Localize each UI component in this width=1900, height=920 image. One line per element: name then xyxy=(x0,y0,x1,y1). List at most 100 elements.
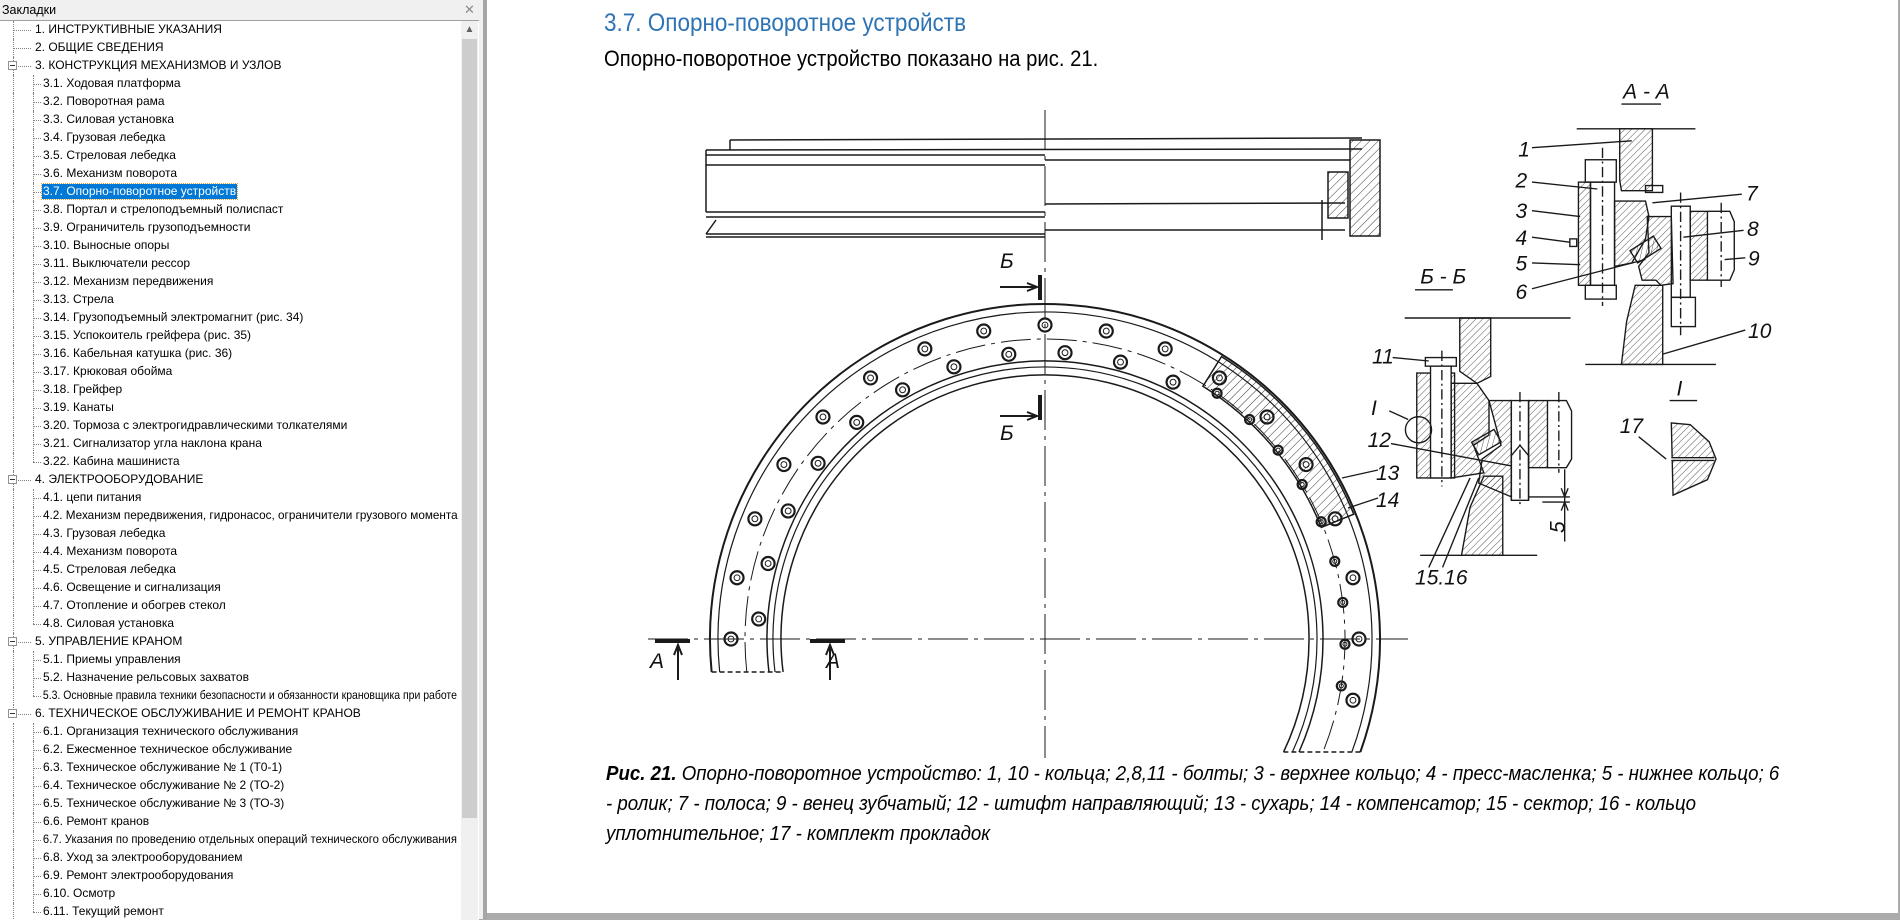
bookmark-item[interactable]: 3.15. Успокоитель грейфера (рис. 35) xyxy=(0,327,461,345)
bookmark-label: 3.5. Стреловая лебедка xyxy=(43,148,176,162)
bookmark-item[interactable]: 3.1. Ходовая платформа xyxy=(0,75,461,93)
collapse-toggle-icon[interactable] xyxy=(8,61,17,70)
bookmark-section[interactable]: 3. КОНСТРУКЦИЯ МЕХАНИЗМОВ И УЗЛОВ xyxy=(0,57,461,75)
bookmark-item[interactable]: 6.6. Ремонт кранов xyxy=(0,813,461,831)
bookmark-item[interactable]: 3.9. Ограничитель грузоподъемности xyxy=(0,219,461,237)
bookmark-item[interactable]: 6.8. Уход за электрооборудованием xyxy=(0,849,461,867)
close-icon[interactable]: ✕ xyxy=(464,2,475,17)
bookmark-item[interactable]: 3.20. Тормоза с электрогидравлическими т… xyxy=(0,417,461,435)
bookmark-item[interactable]: 3.16. Кабельная катушка (рис. 36) xyxy=(0,345,461,363)
collapse-toggle-icon[interactable] xyxy=(8,637,17,646)
bookmark-item[interactable]: 4.8. Силовая установка xyxy=(0,615,461,633)
tree-line xyxy=(13,147,14,165)
tree-line xyxy=(13,489,14,507)
bookmark-label: 3.8. Портал и стрелоподъемный полиспаст xyxy=(43,202,284,216)
bookmark-item[interactable]: 4.4. Механизм поворота xyxy=(0,543,461,561)
tree-line xyxy=(33,570,41,571)
bookmark-item[interactable]: 6.9. Ремонт электрооборудования xyxy=(0,867,461,885)
bookmark-item[interactable]: 4.2. Механизм передвижения, гидронасос, … xyxy=(0,507,461,525)
bookmark-label: 6.6. Ремонт кранов xyxy=(43,814,150,828)
bookmark-item[interactable]: 3.12. Механизм передвижения xyxy=(0,273,461,291)
tree-scrollbar[interactable]: ▲ xyxy=(461,21,478,920)
bookmark-label: 3.18. Грейфер xyxy=(43,382,123,396)
tree-line xyxy=(33,453,34,462)
tree-line xyxy=(13,723,14,741)
bookmark-item[interactable]: 3.18. Грейфер xyxy=(0,381,461,399)
scroll-up-arrow-icon[interactable]: ▲ xyxy=(464,24,475,35)
collapse-toggle-icon[interactable] xyxy=(8,475,17,484)
bookmark-item[interactable]: 3.6. Механизм поворота xyxy=(0,165,461,183)
tree-line xyxy=(33,300,41,301)
tree-line xyxy=(33,858,41,859)
bookmark-section[interactable]: 4. ЭЛЕКТРООБОРУДОВАНИЕ xyxy=(0,471,461,489)
bookmark-item[interactable]: 4.5. Стреловая лебедка xyxy=(0,561,461,579)
bookmark-item[interactable]: 5.2. Назначение рельсовых захватов xyxy=(0,669,461,687)
bookmark-item[interactable]: 6.5. Техническое обслуживание № 3 (ТО-3) xyxy=(0,795,461,813)
tree-line xyxy=(13,111,14,129)
bookmark-item[interactable]: 3.4. Грузовая лебедка xyxy=(0,129,461,147)
bookmark-item[interactable]: 3.2. Поворотная рама xyxy=(0,93,461,111)
bookmark-section[interactable]: 2. ОБЩИЕ СВЕДЕНИЯ xyxy=(0,39,461,57)
tree-line xyxy=(33,696,41,697)
tree-line xyxy=(13,795,14,813)
tree-line xyxy=(13,885,14,903)
tree-line xyxy=(33,750,41,751)
bookmark-item[interactable]: 5.1. Приемы управления xyxy=(0,651,461,669)
bookmark-item[interactable]: 3.11. Выключатели рессор xyxy=(0,255,461,273)
bookmark-item[interactable]: 3.19. Канаты xyxy=(0,399,461,417)
bookmark-item[interactable]: 3.22. Кабина машиниста xyxy=(0,453,461,471)
bookmark-item[interactable]: 6.11. Текущий ремонт xyxy=(0,903,461,920)
bookmark-section[interactable]: 5. УПРАВЛЕНИЕ КРАНОМ xyxy=(0,633,461,651)
tree-line xyxy=(33,192,41,193)
bookmark-label: 6.9. Ремонт электрооборудования xyxy=(43,868,234,882)
tree-line xyxy=(13,291,14,309)
tree-line xyxy=(33,687,34,696)
tree-line xyxy=(13,183,14,201)
tree-line xyxy=(13,93,14,111)
bookmark-item[interactable]: 4.6. Освещение и сигнализация xyxy=(0,579,461,597)
tree-line xyxy=(13,399,14,417)
bookmark-item[interactable]: 3.14. Грузоподъемный электромагнит (рис.… xyxy=(0,309,461,327)
bookmark-item[interactable]: 3.7. Опорно-поворотное устройств xyxy=(0,183,461,201)
bookmark-item[interactable]: 6.4. Техническое обслуживание № 2 (ТО-2) xyxy=(0,777,461,795)
bookmark-label: 2. ОБЩИЕ СВЕДЕНИЯ xyxy=(35,40,164,54)
bookmark-item[interactable]: 4.3. Грузовая лебедка xyxy=(0,525,461,543)
scrollbar-thumb[interactable] xyxy=(462,39,477,818)
bookmark-item[interactable]: 6.1. Организация технического обслуживан… xyxy=(0,723,461,741)
bookmark-item[interactable]: 6.7. Указания по проведению отдельных оп… xyxy=(0,831,461,849)
bookmark-section[interactable]: 1. ИНСТРУКТИВНЫЕ УКАЗАНИЯ xyxy=(0,21,461,39)
bookmark-item[interactable]: 3.17. Крюковая обойма xyxy=(0,363,461,381)
bookmark-item[interactable]: 3.13. Стрела xyxy=(0,291,461,309)
bookmark-item[interactable]: 6.10. Осмотр xyxy=(0,885,461,903)
bookmark-item[interactable]: 3.10. Выносные опоры xyxy=(0,237,461,255)
bookmark-label: 6.4. Техническое обслуживание № 2 (ТО-2) xyxy=(43,778,285,792)
bookmark-item[interactable]: 6.2. Ежесменное техническое обслуживание xyxy=(0,741,461,759)
panel-splitter[interactable] xyxy=(483,0,487,919)
bookmark-label: 3.1. Ходовая платформа xyxy=(43,76,181,90)
tree-line xyxy=(33,318,41,319)
tree-line xyxy=(13,867,14,885)
bookmark-item[interactable]: 3.3. Силовая установка xyxy=(0,111,461,129)
tree-line xyxy=(13,237,14,255)
tree-line xyxy=(33,444,41,445)
bookmark-item[interactable]: 6.3. Техническое обслуживание № 1 (Т0-1) xyxy=(0,759,461,777)
bookmark-item[interactable]: 3.5. Стреловая лебедка xyxy=(0,147,461,165)
bookmark-label: 3.2. Поворотная рама xyxy=(43,94,165,108)
bookmark-item[interactable]: 4.7. Отопление и обогрев стекол xyxy=(0,597,461,615)
collapse-toggle-icon[interactable] xyxy=(8,709,17,718)
tree-line xyxy=(13,273,14,291)
bookmark-item[interactable]: 4.1. цепи питания xyxy=(0,489,461,507)
bookmark-section[interactable]: 6. ТЕХНИЧЕСКОЕ ОБСЛУЖИВАНИЕ И РЕМОНТ КРА… xyxy=(0,705,461,723)
bookmark-item[interactable]: 3.8. Портал и стрелоподъемный полиспаст xyxy=(0,201,461,219)
tree-line xyxy=(13,255,14,273)
bookmark-label: 5. УПРАВЛЕНИЕ КРАНОМ xyxy=(35,634,183,648)
bookmark-label: 6.3. Техническое обслуживание № 1 (Т0-1) xyxy=(43,760,283,774)
bookmark-label: 6.5. Техническое обслуживание № 3 (ТО-3) xyxy=(43,796,285,810)
bookmark-item[interactable]: 5.3. Основные правила техники безопаснос… xyxy=(0,687,461,705)
tree-line xyxy=(33,552,41,553)
tree-line xyxy=(33,660,41,661)
bookmark-label: 4.3. Грузовая лебедка xyxy=(43,526,166,540)
bookmark-item[interactable]: 3.21. Сигнализатор угла наклона крана xyxy=(0,435,461,453)
tree-line xyxy=(13,219,14,237)
bookmark-label: 3.7. Опорно-поворотное устройств xyxy=(40,183,239,200)
